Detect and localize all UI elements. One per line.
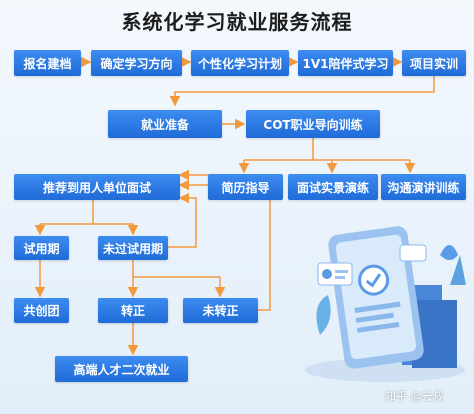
step-interview-drill: 面试实景演练: [288, 174, 378, 200]
step-registration: 报名建档: [14, 50, 81, 76]
step-employment-prep: 就业准备: [108, 110, 222, 138]
step-1v1-learning: 1V1陪伴式学习: [298, 50, 393, 76]
step-learning-direction: 确定学习方向: [91, 50, 182, 76]
step-personal-plan: 个性化学习计划: [191, 50, 289, 76]
step-project-training: 项目实训: [402, 50, 466, 76]
page-title: 系统化学习就业服务流程: [121, 10, 353, 34]
step-speech-training: 沟通演讲训练: [381, 174, 466, 200]
step-cot-guidance: COT职业导向训练: [246, 110, 380, 138]
watermark: 知乎 @云叔: [385, 390, 444, 403]
step-not-regular: 未转正: [183, 298, 258, 323]
phone-illustration: [305, 226, 466, 382]
step-win-win: 共创团: [14, 298, 69, 323]
step-failed-probation: 未过试用期: [98, 236, 168, 260]
step-reemployment: 高端人才二次就业: [55, 356, 188, 382]
step-probation: 试用期: [14, 236, 69, 260]
step-regular: 转正: [98, 298, 168, 323]
step-recommend-interview: 推荐到用人单位面试: [14, 174, 180, 200]
step-resume-guidance: 简历指导: [208, 174, 283, 200]
